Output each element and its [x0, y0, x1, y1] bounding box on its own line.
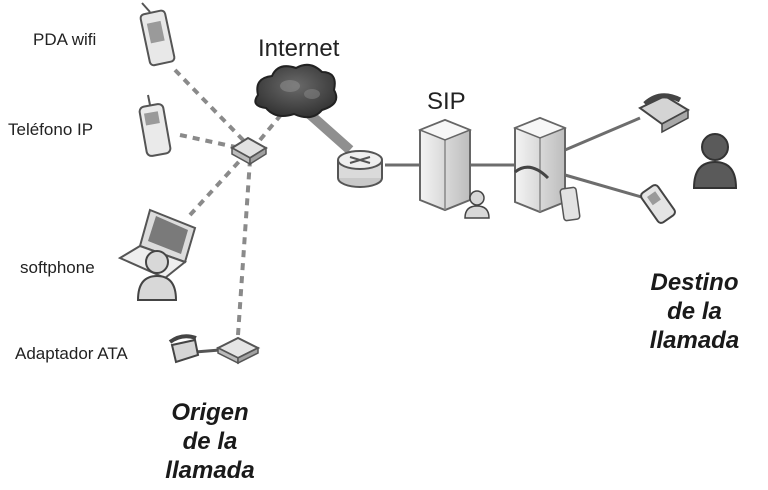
link-pbx-mobile	[564, 173, 646, 200]
desk-phone-icon	[638, 93, 691, 134]
ata-phone-icon	[168, 334, 200, 364]
softphone-label: softphone	[20, 258, 95, 277]
sip-label: SIP	[427, 88, 466, 115]
pbx-server-icon	[512, 116, 581, 222]
pda-label: PDA wifi	[33, 30, 97, 49]
mobile-phone-icon	[640, 184, 676, 224]
pda-icon	[139, 2, 176, 67]
sip-server-icon	[417, 118, 490, 219]
link-pbx-deskphone	[564, 116, 641, 152]
destination-caption: Destino de la llamada	[632, 268, 757, 355]
remote-user-icon	[692, 133, 738, 189]
link-pda-hub	[173, 68, 247, 144]
ata-label: Adaptador ATA	[15, 344, 128, 363]
origin-line-1: Origen	[171, 399, 249, 426]
link-phone-hub	[179, 133, 241, 150]
destination-line-3: llamada	[649, 327, 740, 354]
link-ata-hub	[236, 159, 252, 336]
ip-phone-icon	[138, 94, 172, 157]
hub-icon	[230, 136, 268, 166]
router-icon	[337, 150, 383, 188]
ata-adapter-icon	[215, 336, 261, 365]
origin-line-3: llamada	[165, 457, 255, 484]
link-laptop-hub	[188, 153, 247, 217]
internet-label: Internet	[258, 35, 340, 62]
cloud-icon	[254, 63, 338, 119]
origin-caption: Origen de la llamada	[150, 398, 270, 485]
origin-line-2: de la	[182, 428, 238, 455]
destination-line-2: de la	[667, 298, 722, 325]
ip-phone-label: Teléfono IP	[8, 120, 94, 139]
destination-line-1: Destino	[650, 269, 739, 296]
link-ata-phone-adapter	[194, 348, 221, 354]
user-icon	[136, 250, 178, 301]
